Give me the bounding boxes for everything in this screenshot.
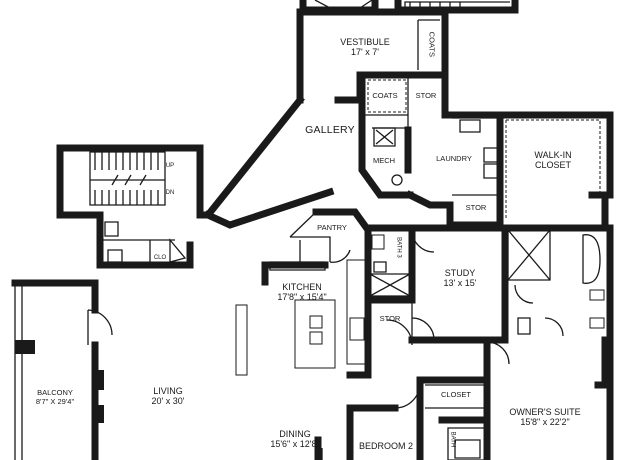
dining-dims: 15'6" x 12'8": [270, 439, 320, 450]
stairs-up-label: UP: [165, 163, 175, 169]
vestibule-name: VESTIBULE: [340, 37, 390, 47]
stairs-dn-label: DN: [165, 190, 175, 196]
pantry-label: PANTRY: [317, 223, 347, 232]
bedroom2-label: BEDROOM 2: [358, 441, 414, 451]
study-dims: 13' x 15': [443, 278, 477, 289]
vestibule-walls: [296, 0, 519, 104]
owners-bath-walls: [501, 224, 614, 344]
coats-closet-top-label: COATS: [427, 31, 437, 57]
stor-kitchen-label: STOR: [379, 314, 401, 323]
bedroom2-walls: [346, 376, 491, 460]
stair-tower: [56, 144, 204, 269]
owners-suite-walls: [483, 336, 614, 460]
vestibule-dims: 17' x 7': [351, 47, 379, 58]
dining-name: DINING: [279, 429, 311, 439]
gallery-label: GALLERY: [305, 124, 355, 136]
closet-bed2-label: CLOSET: [440, 390, 472, 399]
stor-mid-label: STOR: [465, 203, 487, 212]
service-core-walls: [358, 71, 614, 229]
kitchen-dims: 17'8" x 15'4": [277, 292, 327, 303]
owners-suite-dims: 15'8" x 22'2": [520, 417, 570, 428]
living-dims: 20' x 30': [151, 396, 185, 407]
balcony-walls: [11, 279, 113, 460]
walk-in-closet-name2: CLOSET: [534, 160, 572, 171]
coats-label: COATS: [372, 91, 398, 100]
clo-label: CLO: [153, 255, 167, 261]
stor-top-label: STOR: [415, 91, 437, 100]
bath3-label: BATH 3: [395, 237, 402, 258]
walk-in-closet-name: WALK-IN: [534, 150, 572, 160]
laundry-label: LAUNDRY: [436, 154, 472, 163]
balcony-name: BALCONY: [37, 388, 73, 397]
mech-label: MECH: [372, 156, 396, 165]
bath-bed2-label: BATH: [449, 431, 456, 448]
walk-in-closet-walls: [496, 111, 614, 232]
balcony-dims: 8'7" X 29'4": [35, 396, 75, 406]
bath3-walls: [364, 224, 416, 346]
owners-suite-name: OWNER'S SUITE: [509, 407, 581, 417]
living-name: LIVING: [153, 386, 183, 396]
kitchen-name: KITCHEN: [282, 282, 322, 292]
living-dining-walls: [314, 436, 323, 460]
study-name: STUDY: [444, 268, 476, 278]
